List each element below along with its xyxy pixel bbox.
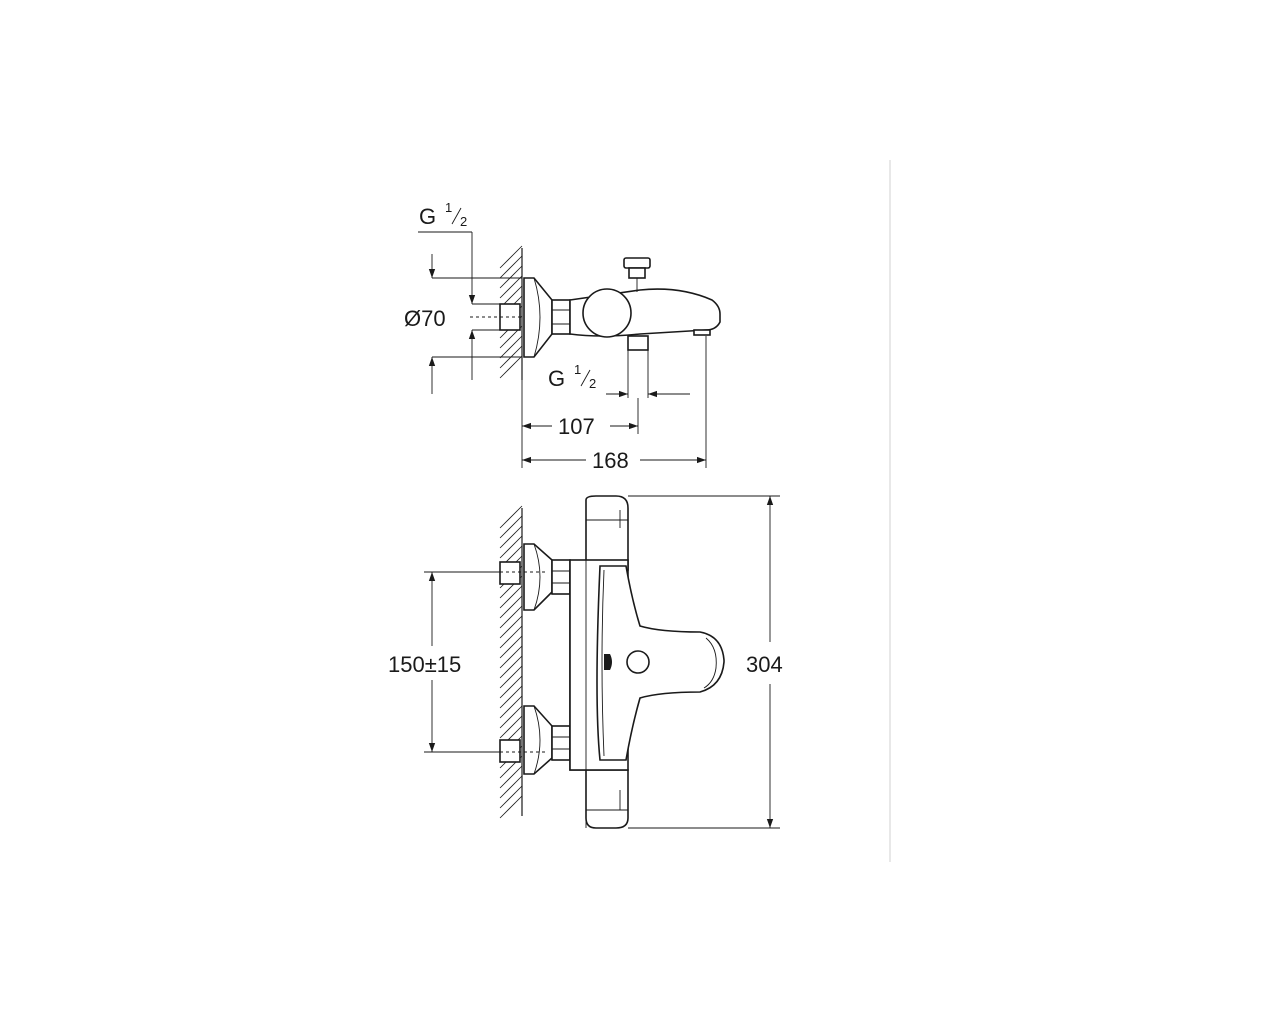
hatch-stroke — [499, 795, 523, 819]
shower-outlet — [627, 335, 649, 351]
svg-text:1: 1 — [445, 200, 452, 215]
hatch-stroke — [499, 505, 523, 529]
hatch-stroke — [499, 585, 523, 609]
hatch-stroke — [499, 595, 523, 619]
dim-150: 150±15 — [388, 652, 461, 677]
hatch-stroke — [499, 275, 523, 299]
wall-hatch-front — [499, 505, 523, 819]
spout-front — [596, 565, 725, 761]
upper-nipple — [499, 561, 521, 585]
thread-label-bottom: G 1 2 — [548, 362, 596, 391]
wall-flange-side — [523, 277, 553, 358]
diverter-button-front — [626, 650, 650, 674]
spout-outlet — [693, 329, 711, 336]
diverter-knob — [623, 257, 651, 269]
hatch-stroke — [499, 715, 523, 739]
front-view: 150±15 304 — [388, 495, 783, 829]
side-view: G 1 2 Ø70 G 1 2 107 — [404, 200, 721, 473]
hatch-stroke — [499, 765, 523, 789]
hatch-stroke — [499, 355, 523, 379]
hatch-stroke — [499, 705, 523, 729]
hatch-stroke — [499, 695, 523, 719]
hatch-stroke — [499, 775, 523, 799]
hatch-stroke — [499, 615, 523, 639]
indicator-mark — [604, 654, 612, 670]
upper-flange — [523, 543, 553, 611]
hatch-stroke — [499, 515, 523, 539]
thermostat-handle-side — [582, 288, 632, 338]
hatch-stroke — [499, 655, 523, 679]
hatch-stroke — [499, 265, 523, 289]
dim-107: 107 — [558, 414, 595, 439]
lower-flange — [523, 705, 553, 775]
hatch-stroke — [499, 535, 523, 559]
lower-hex-nut — [551, 725, 571, 761]
thread-label-top: G 1 2 — [419, 200, 467, 229]
hatch-stroke — [499, 605, 523, 629]
diameter-label: Ø70 — [404, 306, 446, 331]
hatch-stroke — [499, 245, 523, 269]
hatch-stroke — [499, 665, 523, 689]
hatch-stroke — [499, 685, 523, 709]
hatch-stroke — [499, 785, 523, 809]
dim-304: 304 — [746, 652, 783, 677]
hatch-stroke — [499, 675, 523, 699]
lower-nipple — [499, 739, 521, 763]
svg-text:G: G — [419, 204, 436, 229]
svg-text:G: G — [548, 366, 565, 391]
hatch-stroke — [499, 645, 523, 669]
hatch-stroke — [499, 525, 523, 549]
hatch-stroke — [499, 625, 523, 649]
hatch-stroke — [499, 255, 523, 279]
hatch-stroke — [499, 335, 523, 359]
dim-168: 168 — [592, 448, 629, 473]
upper-hex-nut — [551, 559, 571, 595]
svg-text:2: 2 — [589, 376, 596, 391]
hatch-stroke — [499, 635, 523, 659]
svg-text:2: 2 — [460, 214, 467, 229]
svg-text:1: 1 — [574, 362, 581, 377]
hex-nut-side — [551, 299, 571, 335]
